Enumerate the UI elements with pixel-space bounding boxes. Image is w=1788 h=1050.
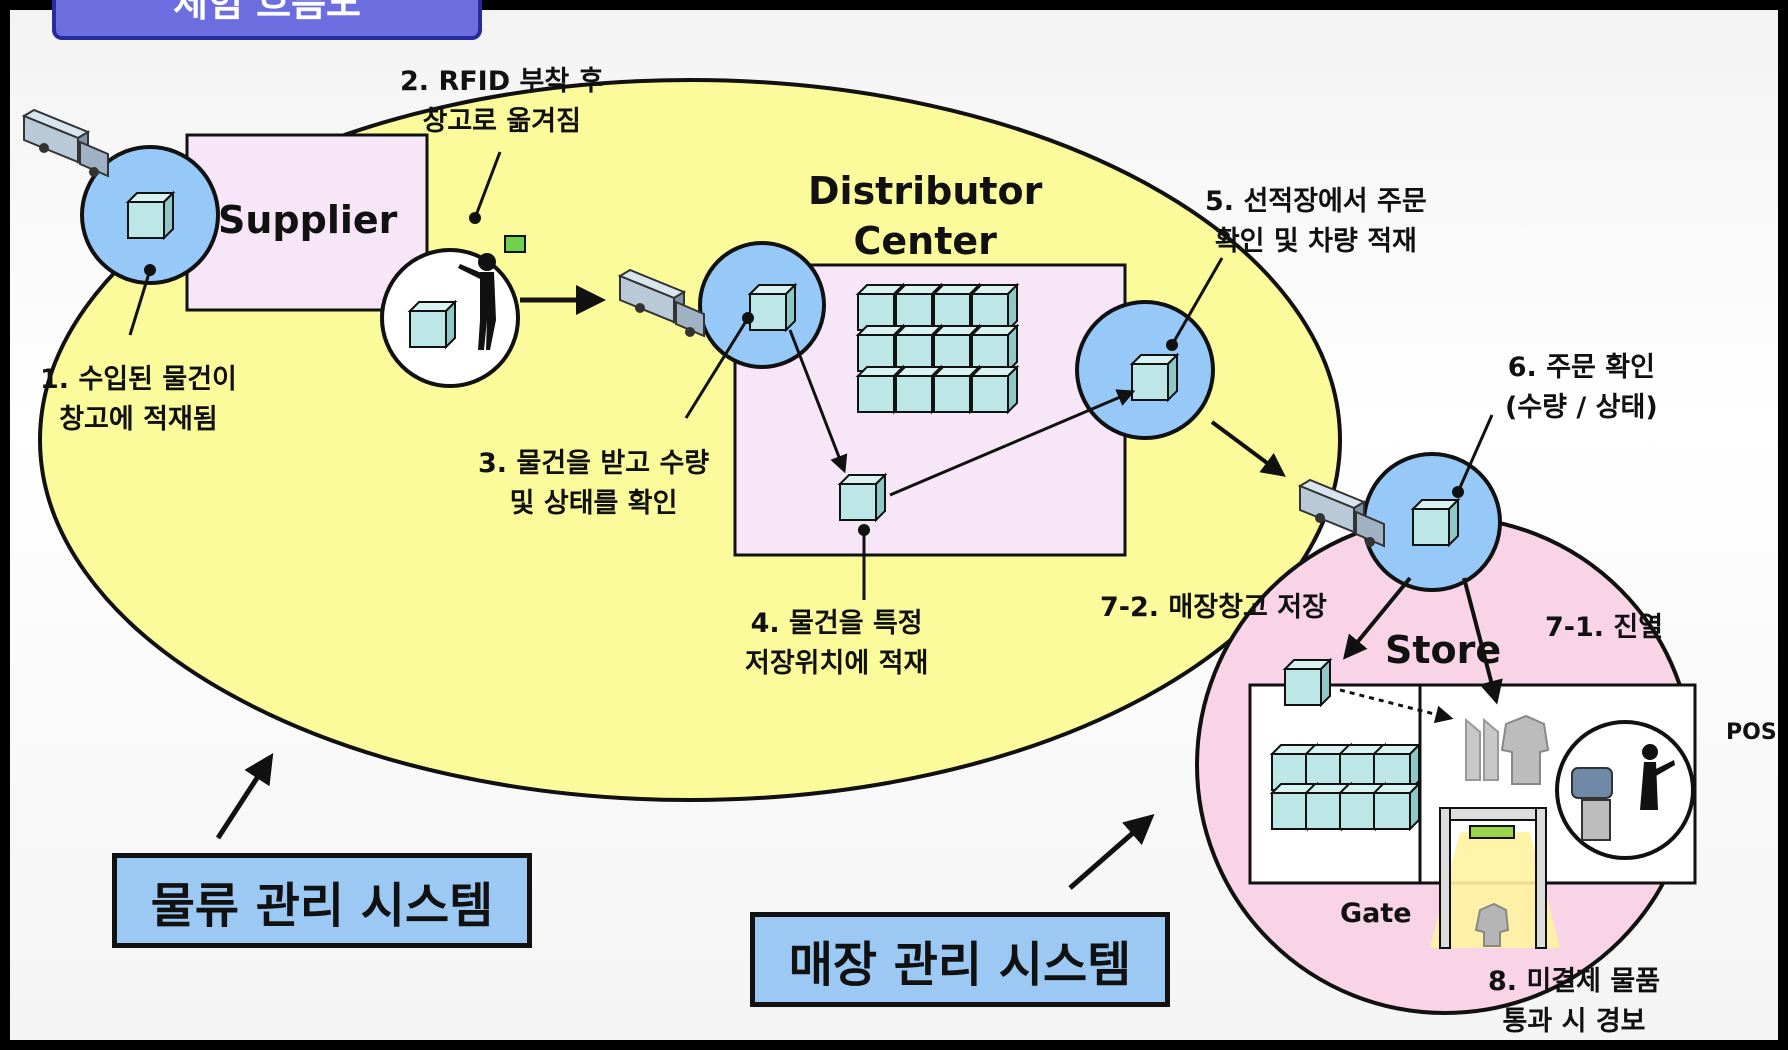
step-7-2-label: 7-2. 매장창고 저장 [1100,592,1327,623]
header-tag: 체험 흐름도 [52,0,482,40]
pos-label: POS [1726,720,1777,745]
store-stock [1271,744,1420,830]
gate-label: Gate [1340,898,1412,929]
step-4-label: 4. 물건을 특정 저장위치에 적재 [745,608,929,679]
distributor-title-line2: Center [853,219,997,263]
security-gate [1430,807,1560,949]
header-tag-text: 체험 흐름도 [172,0,362,25]
step-2-label: 2. RFID 부착 후 창고로 옮겨짐 [400,66,604,137]
truck-inbound [23,109,109,178]
step-3-label: 3. 물건을 받고 수량 및 상태를 확인 [478,448,710,519]
step-8-label: 8. 미결제 물품 통과 시 경보 [1488,966,1661,1037]
distributor-title: Distributor Center [808,166,1042,266]
step-5-label: 5. 선적장에서 주문 확인 및 차량 적재 [1205,186,1427,257]
clothing-display [1465,714,1550,785]
worker-figure [458,235,526,350]
step-7-1-label: 7-1. 진열 [1545,612,1664,643]
logistics-system-box: 물류 관리 시스템 [112,853,532,948]
store-title: Store [1385,628,1502,672]
logistics-system-label: 물류 관리 시스템 [150,877,494,934]
store-system-label: 매장 관리 시스템 [788,936,1132,993]
supplier-panel [185,133,429,312]
step-1-label: 1. 수입된 물건이 창고에 적재됨 [40,364,237,435]
supplier-title: Supplier [218,198,398,242]
distributor-stock [857,284,1018,413]
cashier-figure [1571,744,1675,841]
step-6-label: 6. 주문 확인 (수량 / 상태) [1505,352,1658,423]
distributor-title-line1: Distributor [808,169,1043,213]
store-system-box: 매장 관리 시스템 [750,912,1170,1007]
